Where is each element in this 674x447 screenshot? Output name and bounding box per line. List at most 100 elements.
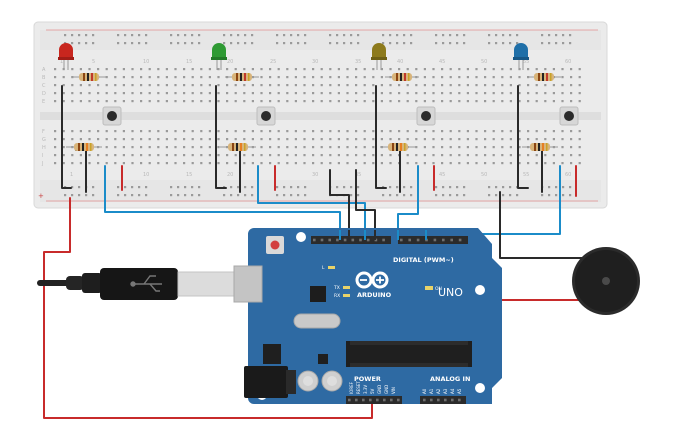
pin-label-a0: A0 (422, 388, 427, 394)
blue-wire-2 (257, 165, 366, 239)
usb-chip (310, 286, 326, 302)
row-letter-b: B (42, 75, 46, 81)
push-button-3[interactable] (416, 106, 436, 126)
voltage-regulator (263, 344, 281, 364)
col-number-bottom-30: 30 (312, 172, 318, 178)
arduino-uno[interactable]: DIGITAL (PWM~) ARDUINO UNO L TX RX ON (233, 228, 502, 404)
black-wire-2 (215, 85, 227, 189)
push-button-2[interactable] (256, 106, 276, 126)
row-letter-h: H (42, 145, 46, 151)
col-number-10: 10 (143, 59, 149, 65)
resistor-led-1[interactable] (72, 73, 106, 81)
pin-label-5v: 5V (370, 388, 375, 394)
row-letter-f: F (42, 129, 45, 135)
power-header[interactable] (346, 396, 402, 404)
col-number-bottom-1: 1 (70, 172, 73, 178)
pin-label-vin: VIN (391, 387, 396, 394)
led-tx-label: TX (333, 285, 340, 291)
header-wire-ends (339, 230, 427, 240)
col-number-35: 35 (355, 59, 361, 65)
row-letter-e: E (42, 99, 45, 105)
resistors (66, 73, 561, 151)
resistor-button-3[interactable] (380, 143, 416, 151)
col-number-15: 15 (186, 59, 192, 65)
row-letter-i: I (42, 153, 43, 159)
black-wire-led1 (329, 169, 350, 239)
col-number-bottom-20: 20 (227, 172, 233, 178)
black-wire-led2 (355, 169, 376, 239)
pin-label-a5: A5 (457, 388, 462, 394)
col-number-5: 5 (92, 59, 95, 65)
status-leds: L TX RX ON (322, 265, 442, 299)
blue-led[interactable] (513, 43, 529, 70)
usb-cable (37, 266, 258, 302)
microcontroller-chip (346, 341, 472, 367)
small-chip (318, 354, 328, 364)
analog-label: ANALOG IN (430, 375, 470, 383)
led-on-label: ON (435, 286, 442, 292)
blue-wire-3 (397, 165, 419, 239)
black-wire-1 (61, 85, 72, 189)
col-number-bottom-10: 10 (143, 172, 149, 178)
resistor-button-1[interactable] (66, 143, 102, 151)
col-number-bottom-35: 35 (355, 172, 361, 178)
col-number-40: 40 (397, 59, 403, 65)
usb-symbol-icon (130, 275, 162, 292)
black-wire-buzzer (499, 191, 589, 259)
piezo-buzzer[interactable] (572, 247, 640, 315)
power-label: POWER (354, 375, 381, 383)
col-number-bottom-45: 45 (439, 172, 445, 178)
usb-jack (233, 265, 263, 303)
pin-label-gnd-2: GND (384, 385, 389, 394)
push-button-1[interactable] (102, 106, 122, 126)
push-buttons (102, 106, 579, 126)
row-letter-j: J (41, 161, 43, 167)
col-number-bottom-60: 60 (565, 172, 571, 178)
digital-header-pins (313, 238, 462, 242)
digital-header[interactable] (311, 236, 468, 244)
col-number-bottom-15: 15 (186, 172, 192, 178)
breadboard-holes (54, 34, 581, 197)
resistor-led-2[interactable] (225, 73, 259, 81)
pin-label-ioref: IOREF (349, 381, 354, 394)
led-modules (58, 43, 529, 70)
power-jack (244, 366, 296, 398)
infinity-icon (355, 271, 389, 289)
resistor-led-4[interactable] (527, 73, 561, 81)
analog-header[interactable] (420, 396, 466, 404)
yellow-led[interactable] (371, 43, 387, 70)
col-number-bottom-55: 55 (523, 172, 529, 178)
resistor-button-2[interactable] (220, 143, 256, 151)
reset-button[interactable] (266, 236, 284, 254)
red-led[interactable] (58, 43, 74, 70)
uno-text: UNO (438, 286, 463, 299)
col-number-45: 45 (439, 59, 445, 65)
pin-label-a3: A3 (443, 388, 448, 394)
row-letter-c: C (42, 83, 46, 89)
pin-label-a4: A4 (450, 388, 455, 394)
pin-label-reset: RESET (356, 381, 361, 394)
col-number-bottom-50: 50 (481, 172, 487, 178)
row-letter-d: D (42, 91, 46, 97)
col-number-25: 25 (270, 59, 276, 65)
col-number-1: 1 (60, 59, 63, 65)
resistor-button-4[interactable] (522, 143, 558, 151)
push-button-4[interactable] (559, 106, 579, 126)
capacitor-2 (321, 370, 343, 392)
arduino-logo-text: ARDUINO (357, 291, 392, 299)
pin-label-3v3: 3.3V (363, 385, 368, 394)
resistor-led-3[interactable] (385, 73, 419, 81)
led-l-label: L (322, 265, 325, 271)
pin-label-a1: A1 (429, 388, 434, 394)
rail-minus-sign: + (38, 192, 44, 200)
col-number-20: 20 (227, 59, 233, 65)
bottom-header-pins (348, 398, 461, 402)
pin-label-gnd-1: GND (377, 385, 382, 394)
red-wire-5v (43, 197, 373, 419)
row-letter-a: A (42, 67, 46, 73)
capacitor-1 (297, 370, 319, 392)
breadboard: A B C D E F G H I J 1 5 10 15 20 25 30 3… (33, 21, 608, 209)
green-led[interactable] (211, 43, 227, 70)
crystal (293, 313, 341, 329)
